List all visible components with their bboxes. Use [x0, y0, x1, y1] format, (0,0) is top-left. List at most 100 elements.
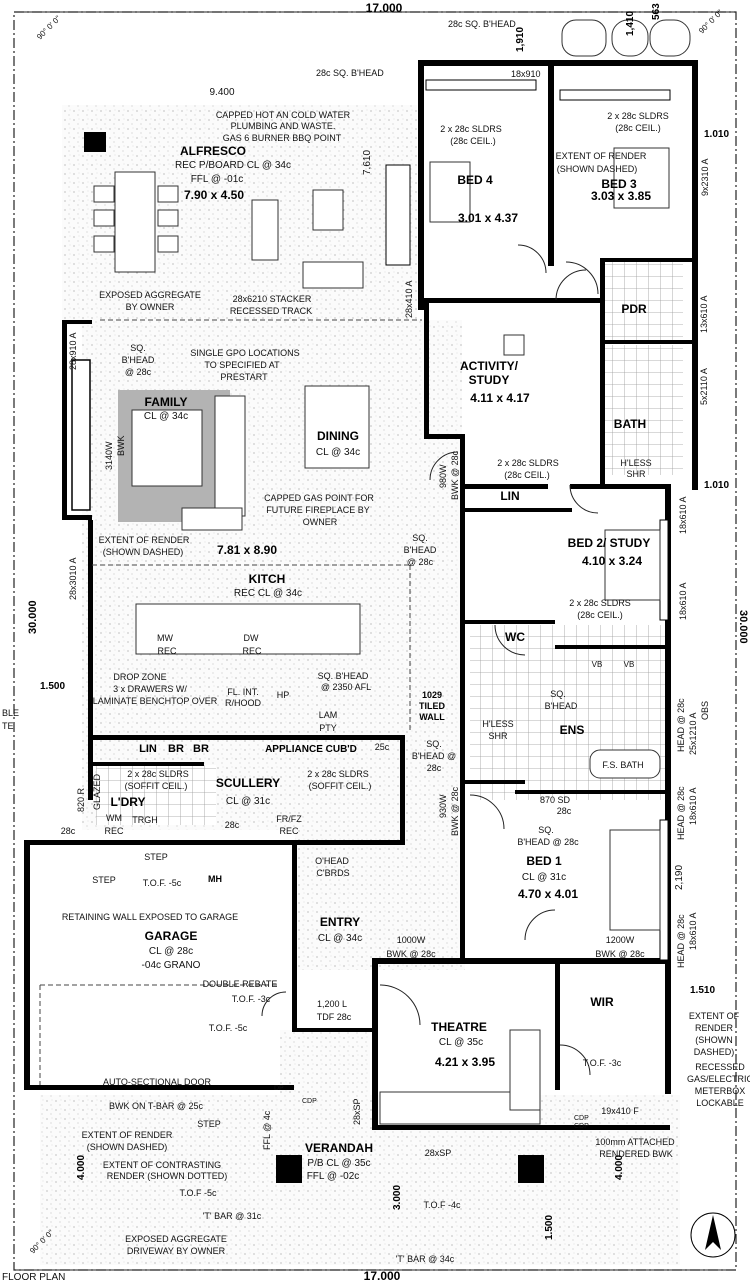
bed4-bed [429, 161, 471, 223]
note-lockable: LOCKABLE [696, 1098, 744, 1108]
note-tof5: T.O.F. -5c [143, 878, 182, 888]
note-shown3: (SHOWN [695, 1035, 733, 1045]
kitch-name: KITCH [249, 572, 286, 586]
lam: LAM [319, 710, 338, 720]
family-ceiling: CL @ 34c [144, 411, 188, 422]
dining-table [304, 385, 370, 469]
mw-label: MW [157, 633, 173, 643]
dim-alfresco-offset: 9.400 [209, 87, 234, 98]
bed4-name: BED 4 [457, 173, 493, 187]
bath-name: BATH [614, 417, 646, 431]
note-recessed: RECESSED [695, 1062, 745, 1072]
ens-bath [589, 749, 661, 779]
note-to-specified: TO SPECIFIED AT [204, 360, 280, 370]
note-tof5c: T.O.F -5c [179, 1188, 217, 1198]
dim-top-width: 17.000 [366, 1, 403, 15]
note-cbrds: C'BRDS [316, 868, 349, 878]
note-1200l: 1,200 L [317, 999, 347, 1009]
bed3-bed [613, 147, 670, 209]
manhole: MH [208, 874, 222, 884]
note-capped-gas: CAPPED GAS POINT FOR [264, 493, 374, 503]
dining-name: DINING [317, 429, 359, 443]
bed2-size: 4.10 x 3.24 [582, 554, 642, 568]
note-25c: 25c [375, 742, 390, 752]
note-sq-ent-b: B'HEAD @ [412, 751, 456, 761]
north-arrow [690, 1212, 736, 1258]
note-driveway: DRIVEWAY BY OWNER [127, 1246, 226, 1256]
vanity-1: VB [592, 660, 603, 669]
kitch-ceiling: REC CL @ 34c [234, 588, 302, 599]
note-bhead2: B'HEAD [404, 545, 437, 555]
note-ble: BLE [2, 708, 19, 718]
note-1029: 1029 [422, 690, 442, 700]
note-tof5b: T.O.F. -5c [209, 1023, 248, 1033]
note-bhead-ens: B'HEAD [545, 701, 578, 711]
frfz-rec: REC [279, 826, 299, 836]
wc-name: WC [505, 630, 525, 644]
note-9x2310a: 9x2310 A [700, 158, 710, 196]
note-18x610a-3: 18x610 A [688, 787, 698, 825]
note-28x410a: 28x410 A [404, 280, 414, 318]
note-head28b: HEAD @ 28c [676, 786, 686, 840]
wm: WM [106, 813, 122, 823]
note-870sd: 870 SD [540, 795, 571, 805]
garage-ceiling: CL @ 28c [149, 946, 193, 957]
dw-label: DW [244, 633, 259, 643]
ens-hless: H'LESS [482, 719, 513, 729]
dim-front-right: 4.000 [614, 1155, 625, 1180]
dim-right-setback-1: 1.010 [704, 129, 729, 140]
note-afl-2350: @ 2350 AFL [321, 682, 371, 692]
note-ceil-lin: (28c CEIL.) [577, 610, 623, 620]
note-shown-dashed: (SHOWN DASHED) [557, 164, 638, 174]
dim-7610: 7,610 [362, 150, 373, 175]
bed4-size: 3.01 x 4.37 [458, 211, 518, 225]
note-exposed-drv: EXPOSED AGGREGATE [125, 1234, 227, 1244]
note-tdf28: TDF 28c [317, 1012, 352, 1022]
note-bwk28: BWK @ 28c [450, 450, 460, 500]
pdr-name: PDR [621, 302, 647, 316]
bed3-name: BED 3 [601, 177, 637, 191]
note-head28c: HEAD @ 28c [676, 914, 686, 968]
note-render3: RENDER [695, 1023, 734, 1033]
dim-depth-right: 30.000 [737, 610, 749, 644]
note-gas-elec: GAS/ELECTRIC [687, 1074, 750, 1084]
scullery-name: SCULLERY [216, 776, 280, 790]
note-1000w: 1000W [397, 935, 426, 945]
note-by-owner: BY OWNER [126, 302, 175, 312]
note-ceil-bed2: (28c CEIL.) [504, 470, 550, 480]
note-820r: 820 R [76, 787, 86, 812]
note-bhead-fam: B'HEAD [122, 355, 155, 365]
note-laminate: LAMINATE BENCHTOP OVER [93, 696, 218, 706]
garage-grano: -04c GRANO [142, 960, 201, 971]
bed2-bed [604, 529, 661, 601]
angle-top-left: 90° 0' 0" [35, 14, 63, 42]
theatre-name: THEATRE [431, 1020, 487, 1034]
note-28c-ldry: 28c [61, 826, 76, 836]
note-sq-ent-a: SQ. [426, 739, 442, 749]
room-labels: ALFRESCO REC P/BOARD CL @ 34c FFL @ -01c… [110, 144, 651, 1182]
note-dashed3: DASHED) [694, 1047, 735, 1057]
note-1200w: 1200W [606, 935, 635, 945]
note-ceil-bed3: (28c CEIL.) [615, 123, 661, 133]
note-drawers: 3 x DRAWERS W/ [113, 684, 187, 694]
fl-int: FL. INT. [227, 687, 259, 697]
note-ext-contrast: EXTENT OF CONTRASTING [103, 1160, 221, 1170]
alfresco-ffl: FFL @ -01c [191, 174, 244, 185]
dim-right-setback-3: 1.510 [690, 985, 715, 996]
note-bwk28c: BWK @ 28c [386, 949, 436, 959]
alfresco-table [114, 171, 156, 273]
bath-shr: SHR [626, 469, 646, 479]
note-28xsp-2: 28xSP [425, 1148, 452, 1158]
drawing-title: FLOOR PLAN [2, 1272, 65, 1283]
note-step2: STEP [92, 875, 116, 885]
note-at28-fam: @ 28c [125, 367, 152, 377]
note-gas6: GAS 6 BURNER BBQ POINT [223, 133, 342, 143]
alfresco-ceiling: REC P/BOARD CL @ 34c [175, 160, 291, 171]
bed3-size: 3.03 x 3.85 [591, 189, 651, 203]
note-cdp: CDP [302, 1098, 317, 1105]
note-13x610a: 13x610 A [699, 295, 709, 333]
note-sq-bhead-alf: 28c SQ. B'HEAD [316, 68, 384, 78]
annotations: CAPPED HOT AN COLD WATER PLUMBING AND WA… [2, 19, 750, 1283]
note-28c-scull: 28c [225, 820, 240, 830]
note-owner: OWNER [303, 517, 338, 527]
